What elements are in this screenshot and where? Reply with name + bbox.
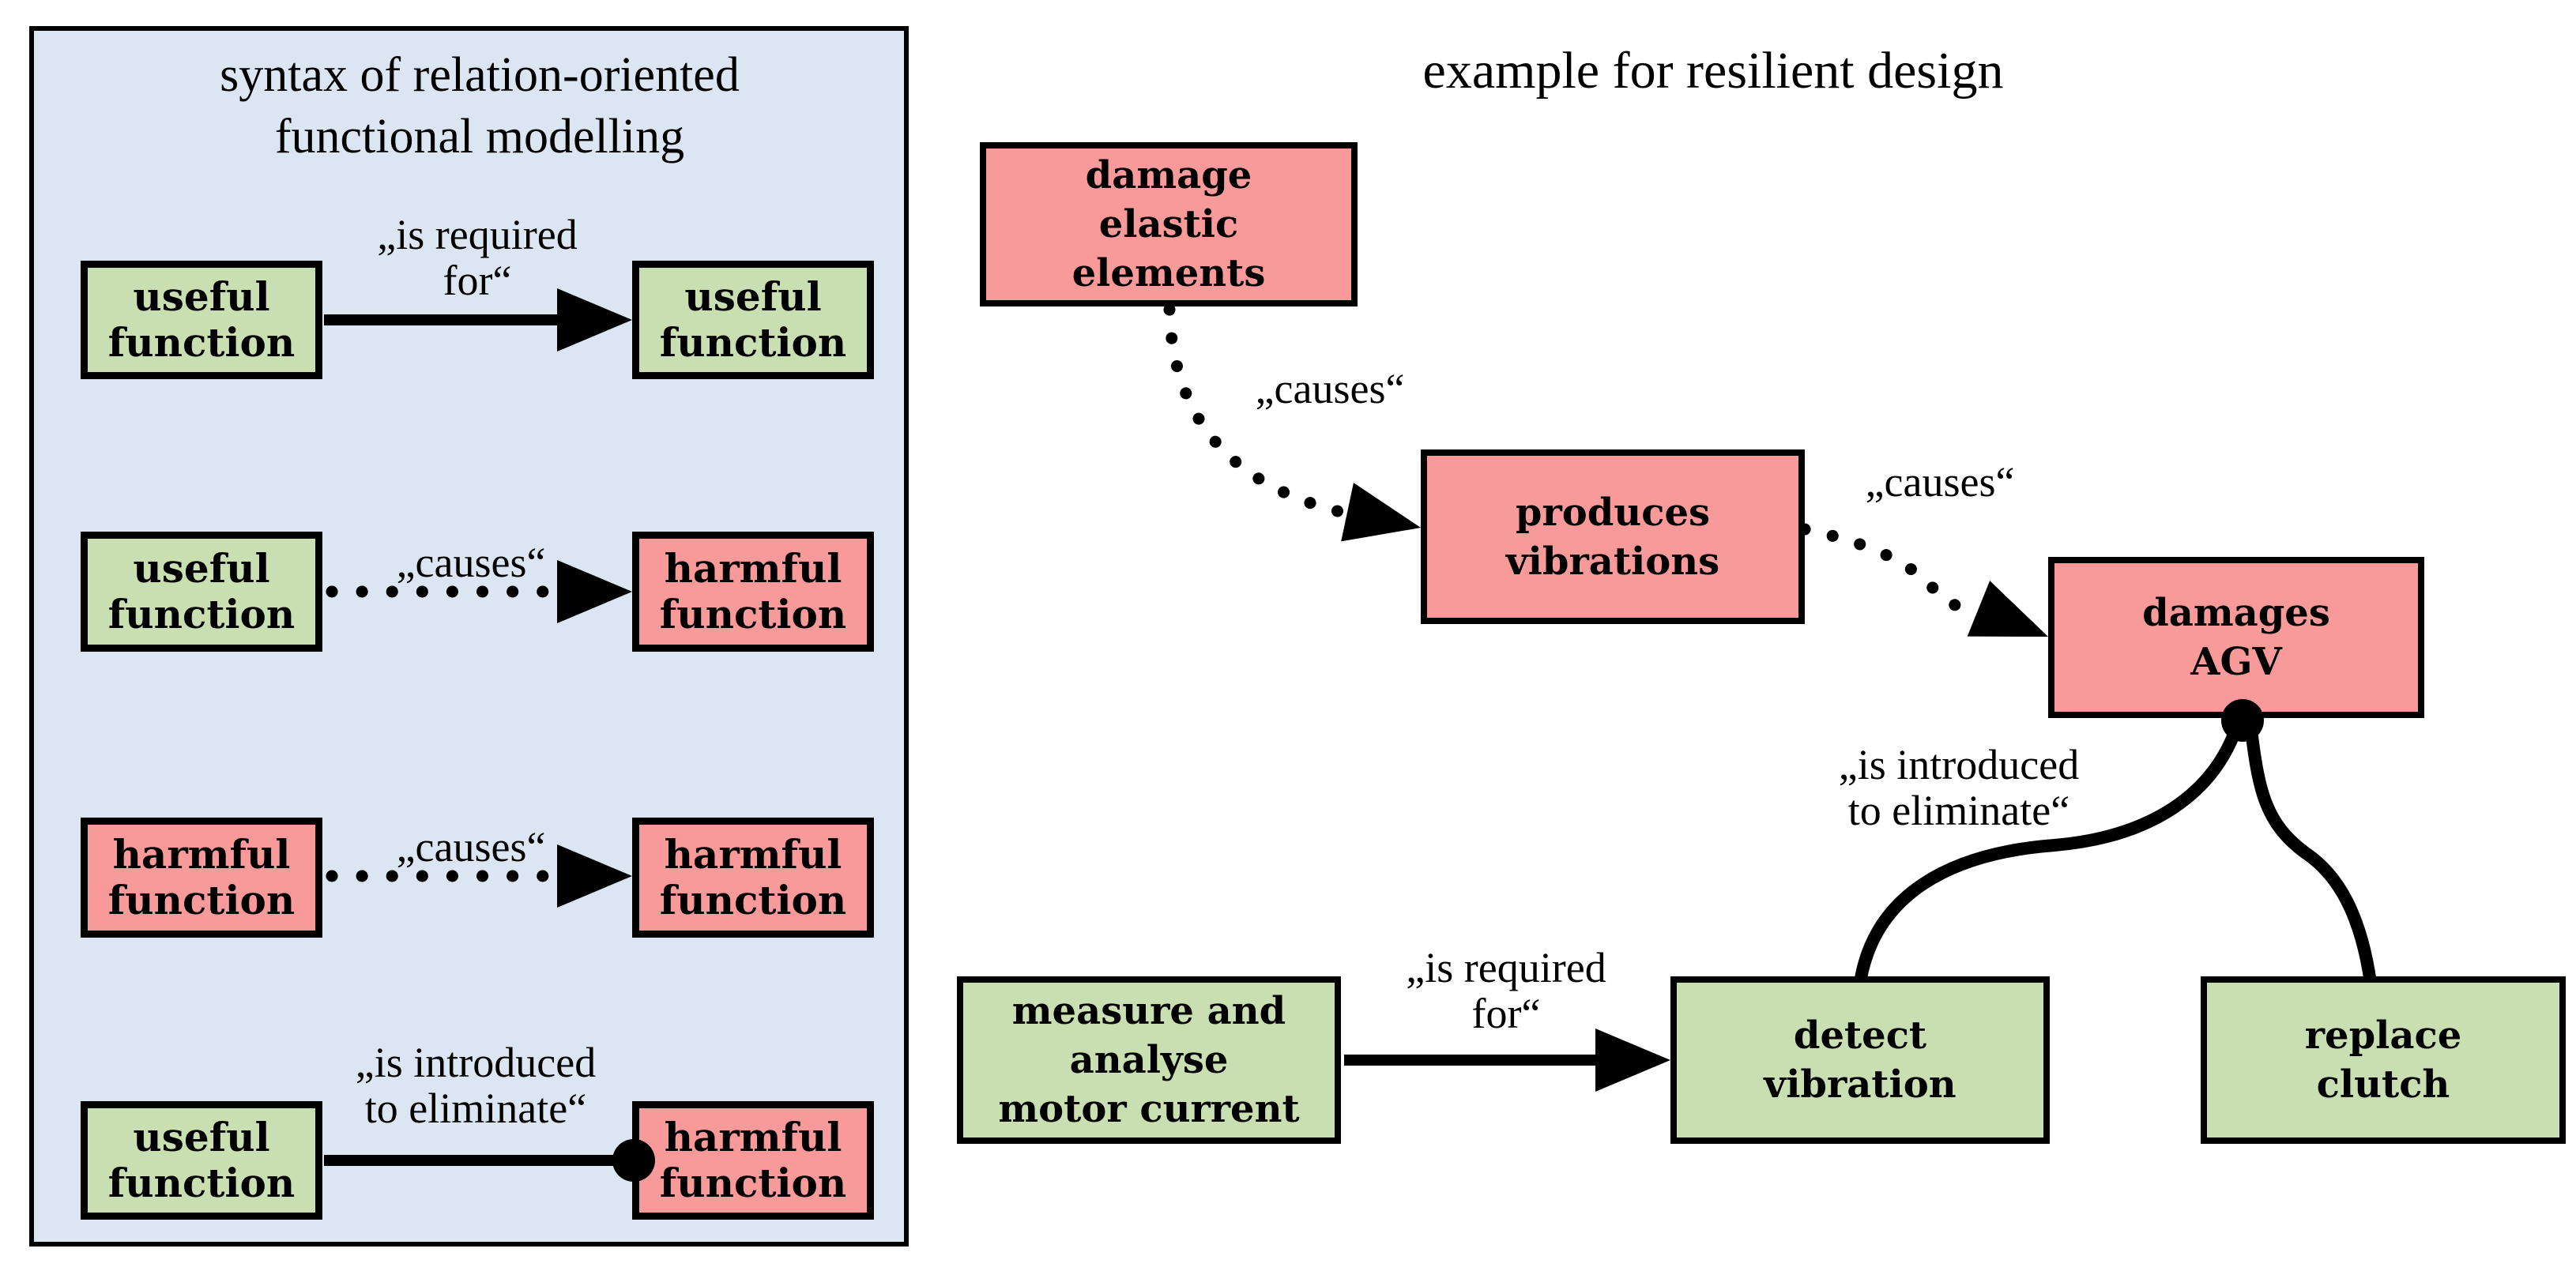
node-produces-vibrations: produces vibrations: [1421, 449, 1805, 624]
edge-label-is-required-for: „is required for“: [1406, 944, 1606, 1037]
legend-row2-source-box: useful function: [81, 532, 322, 652]
legend-row3-relation-label: „causes“: [396, 823, 546, 871]
legend-dotted-arrow-2: [326, 844, 632, 908]
node-detect-vibration: detect vibration: [1670, 976, 2050, 1144]
example-title: example for resilient design: [1422, 42, 2004, 100]
legend-row1-source-box: useful function: [81, 261, 322, 379]
legend-row4-target-box: harmful function: [632, 1101, 874, 1220]
edge-is-required-for: [1344, 1028, 1670, 1092]
node-replace-clutch: replace clutch: [2201, 976, 2566, 1144]
legend-row4-relation-label: „is introduced to eliminate“: [355, 1039, 597, 1132]
legend-row3-source-box: harmful function: [81, 818, 322, 938]
legend-row1-target-box: useful function: [632, 261, 874, 379]
edge-label-causes-2: „causes“: [1865, 458, 2015, 506]
edge-eliminate-replace: [2244, 723, 2377, 984]
legend-row1-relation-label: „is required for“: [377, 211, 578, 304]
edge-eliminate-detect: [1854, 721, 2244, 984]
legend-solid-arrow: [324, 288, 632, 352]
node-damages-agv: damages AGV: [2048, 557, 2424, 718]
legend-row4-source-box: useful function: [81, 1101, 322, 1220]
legend-title: syntax of relation-oriented functional m…: [220, 48, 740, 164]
legend-row2-target-box: harmful function: [632, 532, 874, 652]
edge-label-causes-1: „causes“: [1255, 365, 1405, 412]
legend-dotted-arrow-1: [326, 560, 632, 623]
edge-label-is-introduced: „is introduced to eliminate“: [1838, 741, 2080, 834]
legend-row3-target-box: harmful function: [632, 818, 874, 938]
edge-causes-1: [1163, 303, 1421, 542]
node-damage-elastic-elements: damage elastic elements: [980, 142, 1358, 306]
edge-causes-2: [1798, 523, 2048, 637]
legend-row2-relation-label: „causes“: [396, 539, 546, 586]
node-measure-motor-current: measure and analyse motor current: [957, 976, 1341, 1144]
